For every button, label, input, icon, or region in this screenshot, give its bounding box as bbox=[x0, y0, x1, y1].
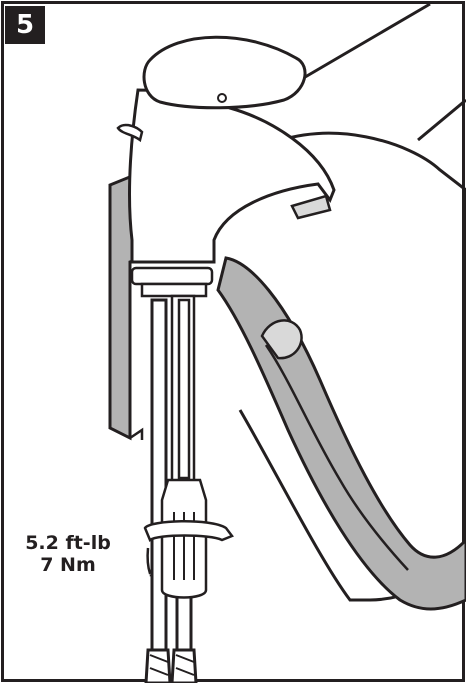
step-number-badge: 5 bbox=[5, 6, 45, 44]
mounting-nut bbox=[260, 319, 303, 360]
faucet-lever bbox=[142, 35, 307, 110]
countertop-lines bbox=[299, 2, 466, 142]
screwdriver-icon bbox=[160, 298, 208, 599]
rotation-arrow-icon bbox=[143, 520, 234, 577]
sink-bracket-inner bbox=[264, 344, 409, 571]
torque-imperial: 5.2 ft-lb bbox=[25, 532, 111, 554]
sink-bracket bbox=[216, 256, 466, 611]
torque-spec: 5.2 ft-lb 7 Nm bbox=[12, 532, 124, 576]
faucet-pop-up-rod bbox=[116, 123, 144, 143]
faucet-spout-tip bbox=[290, 194, 332, 220]
torque-metric: 7 Nm bbox=[40, 554, 96, 576]
faucet-icon bbox=[128, 88, 336, 264]
